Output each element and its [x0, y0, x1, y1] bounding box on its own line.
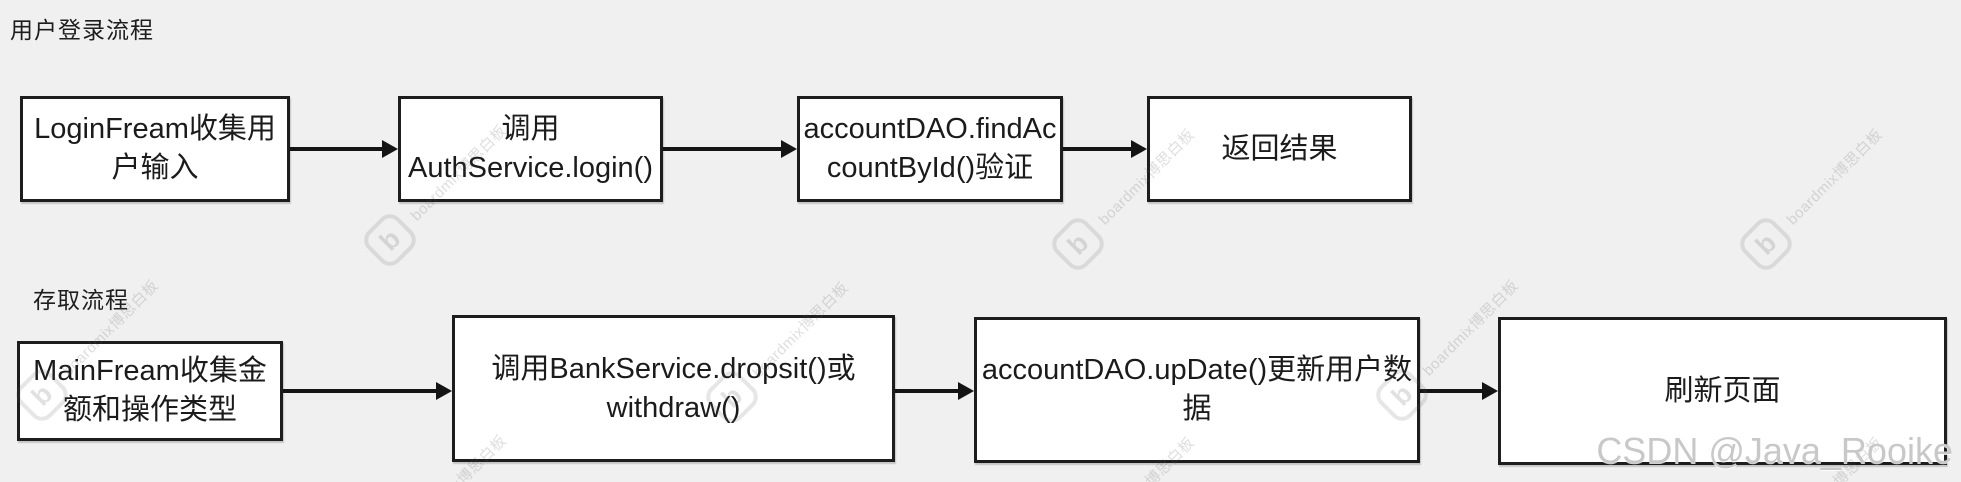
- node-line: 额和操作类型: [62, 394, 237, 426]
- flow-arrow-icon: [290, 140, 398, 158]
- flow-title-login: 用户登录流程: [10, 17, 154, 43]
- flow-node-mainfream-input: MainFream收集金 额和操作类型: [17, 341, 283, 441]
- boardmix-logo-icon: b: [358, 208, 422, 272]
- node-line: countById()验证: [826, 152, 1034, 184]
- flow-node-bankservice-call: 调用BankService.dropsit()或 withdraw(): [452, 315, 895, 462]
- node-line: LoginFream收集用: [34, 113, 276, 145]
- node-line: 刷新页面: [1664, 374, 1781, 407]
- node-line: MainFream收集金: [33, 355, 267, 387]
- boardmix-logo-icon: b: [1046, 212, 1110, 276]
- node-line: 据: [1182, 393, 1212, 425]
- node-line: accountDAO.upDate()更新用户数: [981, 354, 1413, 386]
- node-line: accountDAO.findAc: [803, 113, 1057, 145]
- node-line: 户输入: [111, 152, 199, 184]
- node-line: withdraw(): [606, 391, 741, 424]
- node-line: 返回结果: [1221, 132, 1338, 165]
- flow-arrow-icon: [1420, 382, 1498, 400]
- flow-arrow-icon: [1063, 140, 1147, 158]
- flow-node-login-input: LoginFream收集用 户输入: [20, 96, 290, 202]
- flow-node-finda-account: accountDAO.findAc countById()验证: [797, 96, 1063, 202]
- flow-arrow-icon: [283, 382, 452, 400]
- node-line: 调用BankService.dropsit()或: [491, 352, 856, 385]
- flow-node-return-result: 返回结果: [1147, 96, 1412, 202]
- boardmix-logo-icon: b: [1734, 212, 1798, 276]
- flow-node-authservice-login: 调用 AuthService.login(): [398, 96, 663, 202]
- boardmix-watermark: b boardmix博思白板: [1734, 116, 1895, 276]
- flow-arrow-icon: [895, 382, 974, 400]
- flow-node-refresh-page: 刷新页面: [1498, 317, 1947, 465]
- node-line: 调用: [501, 113, 560, 145]
- flow-arrow-icon: [663, 140, 797, 158]
- flow-title-deposit: 存取流程: [33, 287, 129, 313]
- watermark-text: boardmix博思白板: [1783, 125, 1886, 229]
- flow-node-update-userdata: accountDAO.upDate()更新用户数 据: [974, 317, 1420, 463]
- node-line: AuthService.login(): [408, 152, 653, 184]
